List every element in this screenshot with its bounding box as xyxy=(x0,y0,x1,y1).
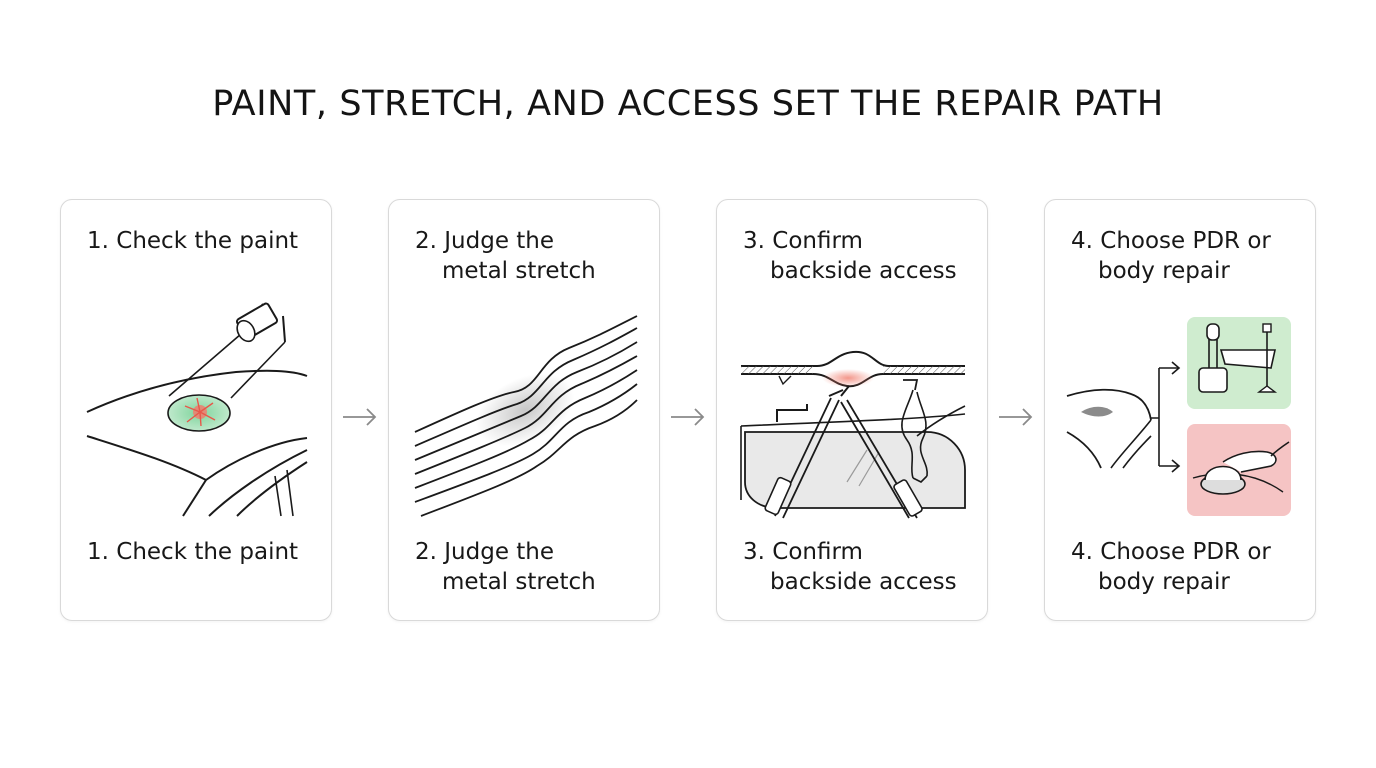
step-card-choose-repair: 4. Choose PDR or body repair 4. Choose P… xyxy=(1044,199,1316,621)
arrow-right-icon xyxy=(671,408,705,426)
step-caption-line1: 3. Confirm xyxy=(743,539,863,565)
step-title-line1: 1. Check the paint xyxy=(87,228,299,254)
page-title: PAINT, STRETCH, AND ACCESS SET THE REPAI… xyxy=(212,84,1164,124)
step-caption-line1: 1. Check the paint xyxy=(87,539,299,565)
step-caption: 2. Judge the metal stretch xyxy=(415,537,651,597)
step-title-line2: backside access xyxy=(770,258,957,284)
pdr-vs-body-repair-icon xyxy=(1066,317,1291,516)
step-title: 1. Check the paint xyxy=(87,226,323,256)
step-title: 3. Confirm backside access xyxy=(743,226,979,286)
stretched-metal-lines-icon xyxy=(414,315,638,517)
arrow-right-icon xyxy=(999,408,1033,426)
step-caption: 3. Confirm backside access xyxy=(743,537,979,597)
step-card-metal-stretch: 2. Judge the metal stretch 2. Judge the … xyxy=(388,199,660,621)
step-caption-line2: backside access xyxy=(770,569,957,595)
step-caption-line2: metal stretch xyxy=(442,569,596,595)
flashlight-on-paint-icon xyxy=(86,302,308,517)
step-title-line2: body repair xyxy=(1098,258,1230,284)
step-title-line1: 3. Confirm xyxy=(743,228,863,254)
backside-tools-icon xyxy=(740,350,966,519)
step-caption-line1: 2. Judge the xyxy=(415,539,555,565)
step-title-line1: 4. Choose PDR or xyxy=(1071,228,1271,254)
arrow-right-icon xyxy=(343,408,377,426)
step-title-line1: 2. Judge the xyxy=(415,228,555,254)
step-card-check-paint: 1. Check the paint 1. Check the paint xyxy=(60,199,332,621)
step-title: 4. Choose PDR or body repair xyxy=(1071,226,1307,286)
step-title-line2: metal stretch xyxy=(442,258,596,284)
step-caption-line1: 4. Choose PDR or xyxy=(1071,539,1271,565)
step-card-backside-access: 3. Confirm backside access xyxy=(716,199,988,621)
step-caption-line2: body repair xyxy=(1098,569,1230,595)
step-caption: 4. Choose PDR or body repair xyxy=(1071,537,1307,597)
step-caption: 1. Check the paint xyxy=(87,537,323,567)
step-title: 2. Judge the metal stretch xyxy=(415,226,651,286)
